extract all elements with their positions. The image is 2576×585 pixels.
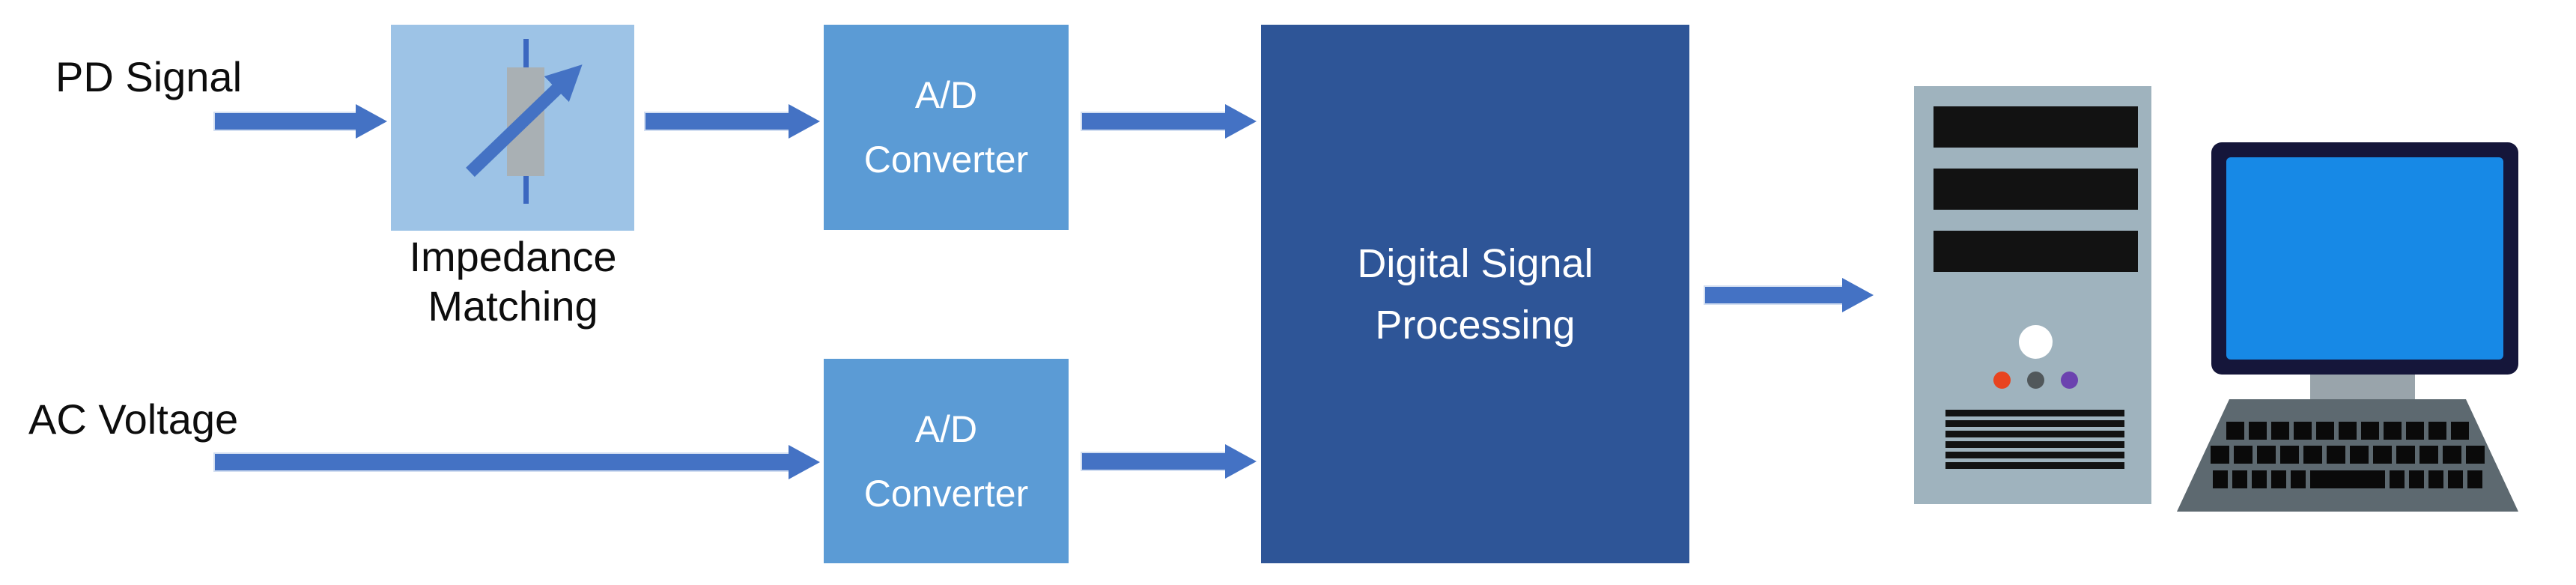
keyboard-key bbox=[2232, 470, 2247, 488]
flow-arrow-impedance-to-adc bbox=[645, 104, 820, 139]
impedance-label-line2: Matching bbox=[428, 282, 598, 330]
arrow-shaft bbox=[1082, 113, 1228, 130]
arrow-head-icon bbox=[789, 445, 820, 479]
adc-bottom-label-line1: A/D bbox=[914, 407, 978, 450]
keyboard-key bbox=[2280, 446, 2299, 464]
adc-bottom-box: A/D Converter bbox=[824, 359, 1069, 563]
keyboard-key bbox=[2467, 470, 2482, 488]
keyboard-key bbox=[2396, 446, 2415, 464]
keyboard-key bbox=[2257, 446, 2276, 464]
adc-bottom-label-line2: Converter bbox=[863, 472, 1029, 515]
flow-arrow-ac-to-adc bbox=[215, 445, 820, 479]
keyboard-key bbox=[2249, 422, 2267, 440]
impedance-label-line1: Impedance bbox=[409, 233, 617, 280]
variable-resistor-icon bbox=[466, 64, 583, 178]
indicator-dot-gray bbox=[2027, 372, 2044, 389]
indicator-dot-purple bbox=[2061, 372, 2078, 389]
keyboard-row bbox=[2177, 470, 2518, 488]
keyboard-key bbox=[2448, 470, 2463, 488]
keyboard-key bbox=[2271, 422, 2289, 440]
vent-slat bbox=[1945, 431, 2124, 437]
vent-grille-icon bbox=[1945, 410, 2124, 473]
vent-slat bbox=[1945, 462, 2124, 469]
keyboard-key bbox=[2303, 446, 2322, 464]
drive-bay bbox=[1933, 106, 2138, 148]
keyboard-key bbox=[2211, 446, 2229, 464]
keyboard-key bbox=[2406, 422, 2424, 440]
arrow-head-icon bbox=[1225, 444, 1257, 479]
keyboard-key bbox=[2339, 422, 2357, 440]
keyboard-key bbox=[2361, 422, 2379, 440]
arrow-shaft bbox=[645, 113, 792, 130]
keyboard-key bbox=[2213, 470, 2228, 488]
dsp-label-line1: Digital Signal bbox=[1357, 240, 1594, 286]
keyboard-key bbox=[2409, 470, 2424, 488]
vent-slat bbox=[1945, 410, 2124, 416]
keyboard-icon bbox=[2177, 399, 2518, 512]
computer-tower-icon bbox=[1914, 86, 2151, 504]
keyboard-row bbox=[2177, 446, 2518, 464]
drive-bay bbox=[1933, 169, 2138, 210]
vent-slat bbox=[1945, 420, 2124, 427]
keyboard-key bbox=[2316, 422, 2334, 440]
vent-slat bbox=[1945, 441, 2124, 448]
ac-voltage-label: AC Voltage bbox=[28, 395, 239, 443]
keyboard-key bbox=[2226, 422, 2244, 440]
flow-arrow-adc-to-dsp-top bbox=[1082, 104, 1257, 139]
arrow-shaft bbox=[215, 454, 792, 470]
arrow-head-icon bbox=[1842, 278, 1874, 312]
drive-bay bbox=[1933, 231, 2138, 272]
keyboard-key bbox=[2451, 422, 2469, 440]
adc-top-box: A/D Converter bbox=[824, 25, 1069, 230]
keyboard-key bbox=[2443, 446, 2461, 464]
impedance-matching-label: Impedance Matching bbox=[374, 232, 651, 331]
keyboard-key bbox=[2428, 422, 2446, 440]
arrow-shaft bbox=[215, 113, 359, 130]
keyboard-key bbox=[2310, 470, 2385, 488]
indicator-dot-orange bbox=[1993, 372, 2011, 389]
arrow-head-icon bbox=[356, 104, 387, 139]
keyboard-key bbox=[2252, 470, 2267, 488]
dsp-label-line2: Processing bbox=[1375, 302, 1576, 348]
keyboard-key bbox=[2234, 446, 2253, 464]
monitor-screen bbox=[2226, 157, 2503, 360]
keyboard-key bbox=[2327, 446, 2345, 464]
arrow-shaft bbox=[1705, 287, 1845, 303]
desktop-monitor-icon bbox=[2211, 142, 2518, 375]
keyboard-key bbox=[2350, 446, 2369, 464]
pd-signal-label: PD Signal bbox=[55, 53, 243, 100]
keyboard-key bbox=[2373, 446, 2392, 464]
dsp-box: Digital Signal Processing bbox=[1261, 25, 1689, 563]
keyboard-key bbox=[2294, 422, 2312, 440]
arrow-head-icon bbox=[789, 104, 820, 139]
flow-arrow-adc-to-dsp-bottom bbox=[1082, 444, 1257, 479]
vent-slat bbox=[1945, 452, 2124, 458]
monitor-stand-icon bbox=[2310, 375, 2415, 402]
keyboard-key bbox=[2419, 446, 2438, 464]
adc-top-label-line1: A/D bbox=[914, 74, 978, 116]
arrow-head-icon bbox=[1225, 104, 1257, 139]
keyboard-key bbox=[2390, 470, 2405, 488]
keyboard-key bbox=[2466, 446, 2485, 464]
power-button-icon bbox=[2019, 325, 2053, 359]
keyboard-key bbox=[2271, 470, 2286, 488]
arrow-shaft bbox=[1082, 453, 1228, 470]
flow-arrow-pd-to-impedance bbox=[215, 104, 387, 139]
keyboard-key bbox=[2428, 470, 2443, 488]
adc-top-label-line2: Converter bbox=[863, 139, 1029, 181]
flow-arrow-dsp-to-computer bbox=[1705, 278, 1874, 312]
keyboard-row bbox=[2177, 422, 2518, 440]
keyboard-key bbox=[2291, 470, 2306, 488]
impedance-matching-box bbox=[391, 25, 634, 231]
keyboard-key bbox=[2384, 422, 2402, 440]
